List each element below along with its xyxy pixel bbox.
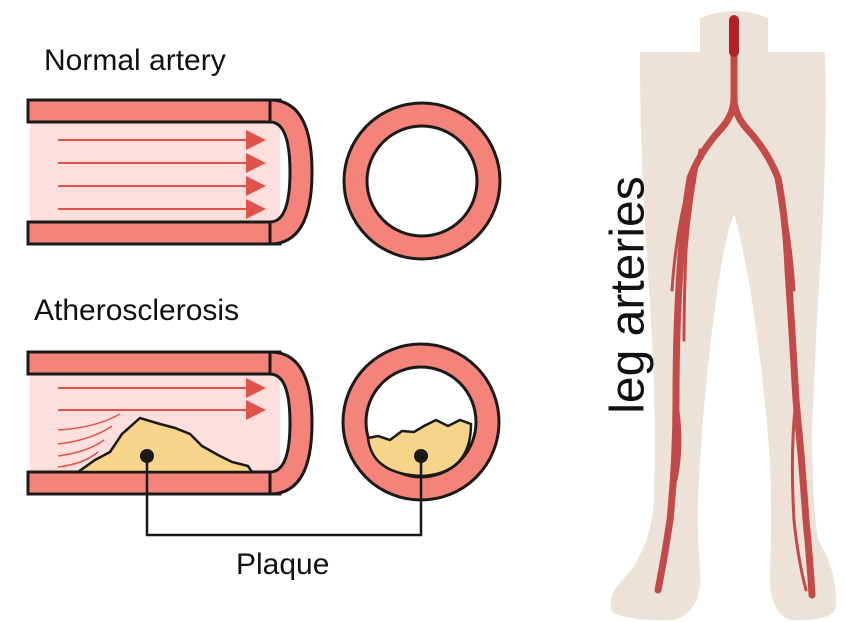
normal-artery-side	[28, 100, 312, 244]
normal-artery-cross-section	[344, 103, 500, 259]
leg-arteries-label: leg arteries	[601, 176, 656, 413]
atherosclerosis-label: Atherosclerosis	[34, 294, 239, 328]
plaque-label: Plaque	[236, 548, 329, 582]
normal-artery-label: Normal artery	[44, 44, 226, 78]
athero-artery-side	[28, 352, 312, 494]
